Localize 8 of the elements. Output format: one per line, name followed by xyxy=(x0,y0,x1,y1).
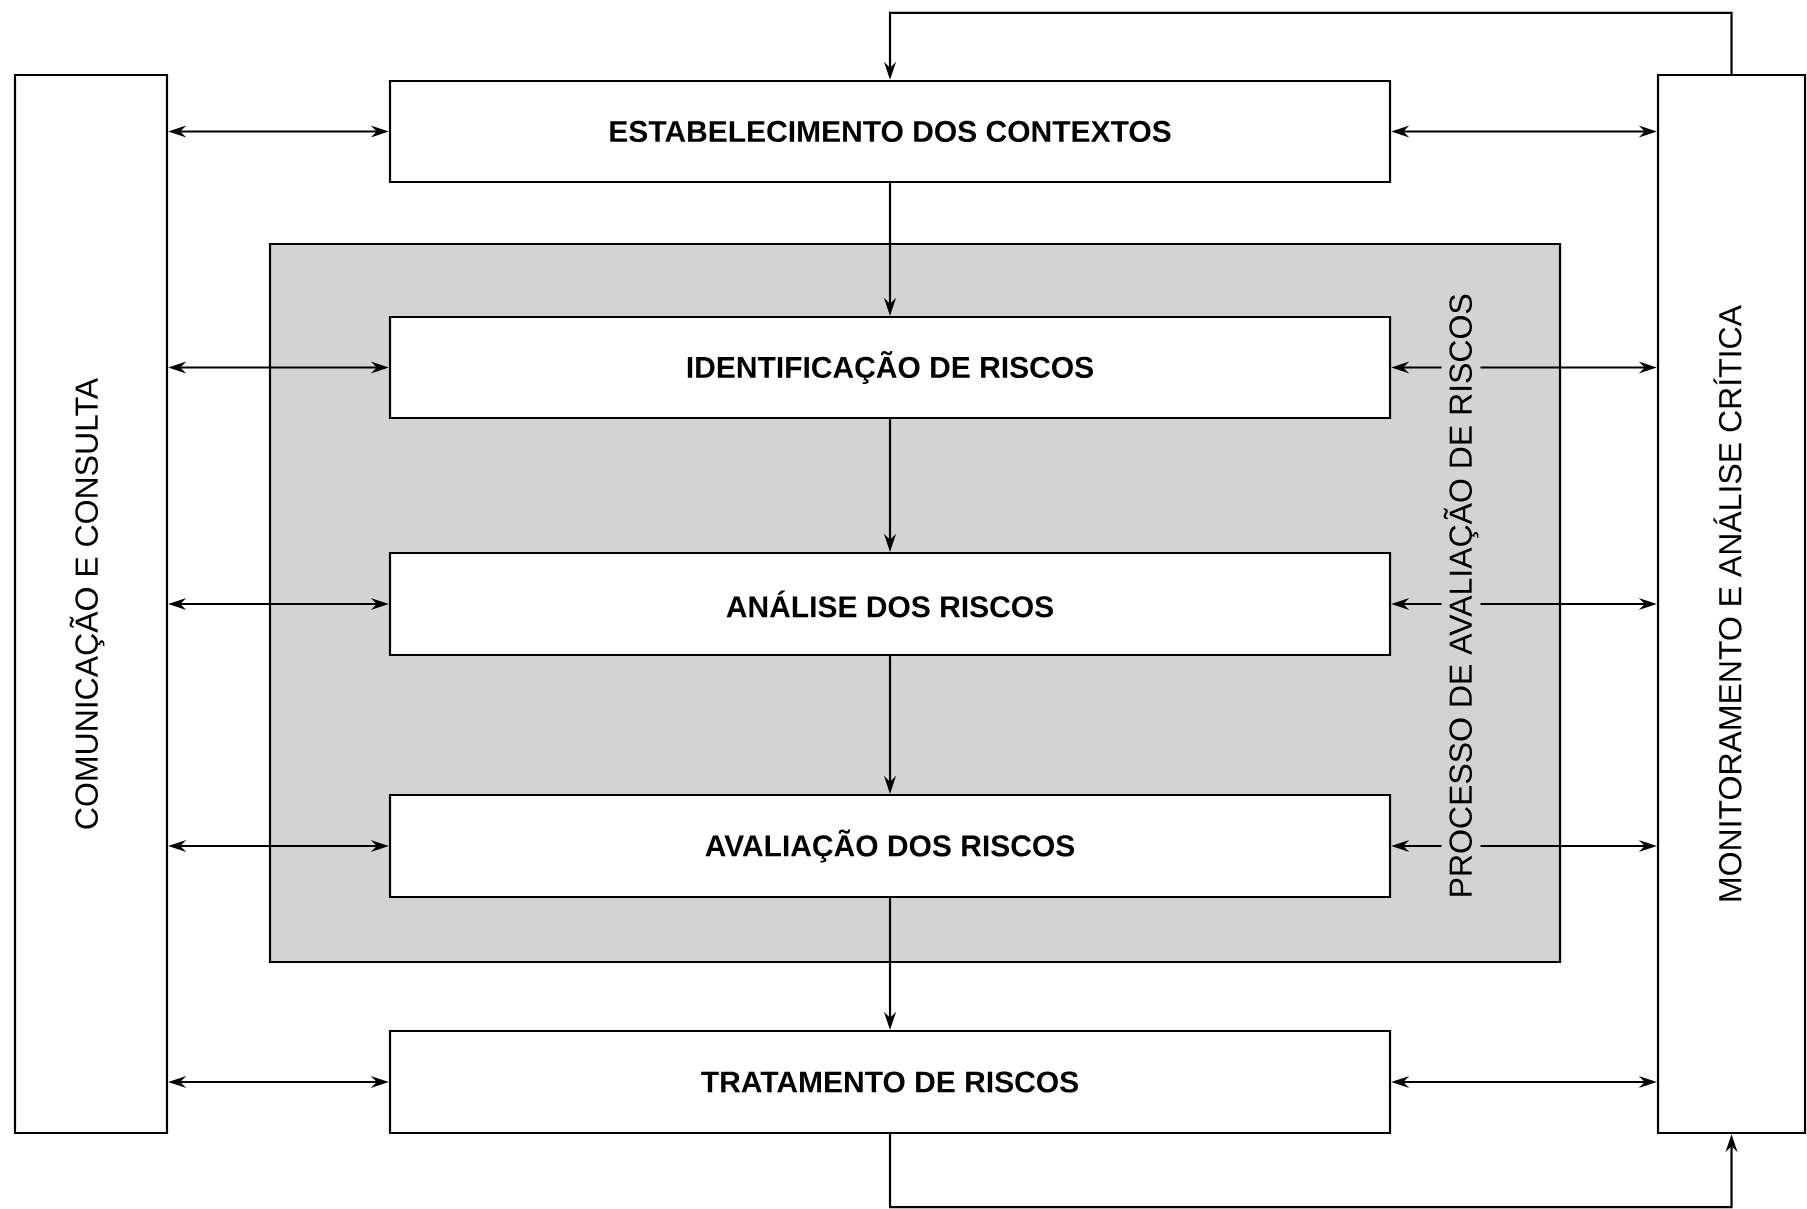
process-box: IDENTIFICAÇÃO DE RISCOS xyxy=(388,315,1392,420)
side-band: COMUNICAÇÃO E CONSULTA xyxy=(13,73,169,1135)
group-label: PROCESSO DE AVALIAÇÃO DE RISCOS xyxy=(1441,291,1481,901)
process-box: ESTABELECIMENTO DOS CONTEXTOS xyxy=(388,79,1392,184)
side-band: MONITORAMENTO E ANÁLISE CRÍTICA xyxy=(1656,73,1807,1135)
process-box: AVALIAÇÃO DOS RISCOS xyxy=(388,793,1392,899)
process-box: TRATAMENTO DE RISCOS xyxy=(388,1029,1392,1135)
process-box: ANÁLISE DOS RISCOS xyxy=(388,551,1392,657)
